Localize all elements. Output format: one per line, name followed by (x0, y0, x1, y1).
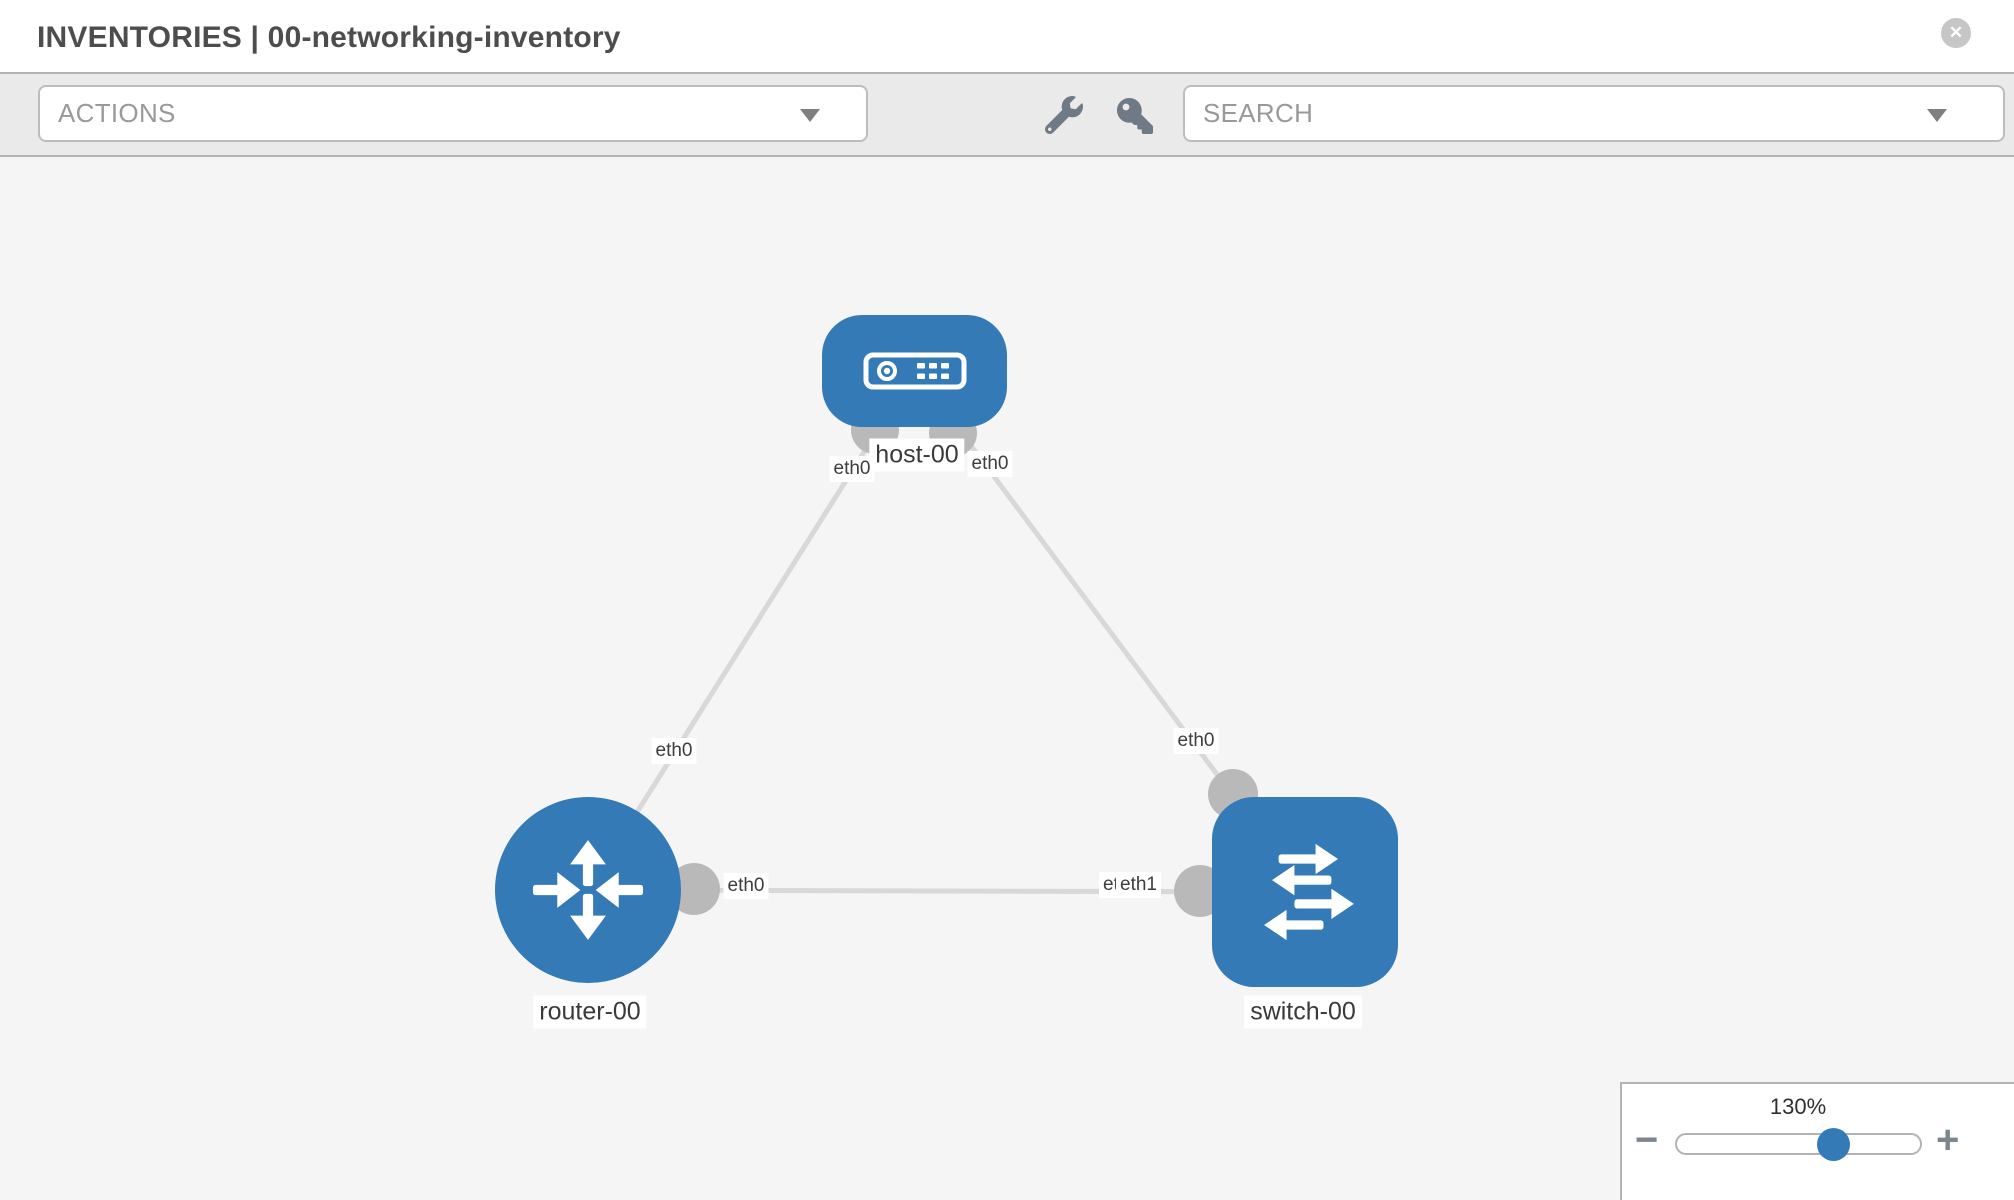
zoom-slider-track[interactable] (1675, 1133, 1922, 1155)
iface-label-overlap-switch-left: eth0 eth1 (1099, 872, 1171, 899)
zoom-out-icon[interactable]: − (1635, 1118, 1659, 1162)
iface-label-host-router-at-host: eth0 (829, 456, 875, 482)
iface-label-host-switch-at-host: eth0 (967, 451, 1013, 477)
iface-label-host-switch-at-switch: eth0 (1173, 728, 1219, 754)
search-dropdown-label: SEARCH (1203, 98, 1314, 128)
node-label-host: host-00 (869, 438, 965, 472)
iface-label-router-switch-at-switch: eth1 (1116, 872, 1161, 898)
zoom-level: 130% (1769, 1094, 1827, 1119)
node-switch-00[interactable] (1212, 797, 1398, 987)
toolbar: ACTIONS SEARCH (0, 72, 2014, 157)
node-router-00[interactable] (495, 797, 681, 983)
actions-dropdown[interactable]: ACTIONS (38, 85, 868, 142)
switch-icon (1264, 843, 1354, 941)
node-host-00[interactable] (822, 315, 1007, 427)
node-label-router: router-00 (533, 995, 647, 1029)
iface-label-router-switch-at-router: eth0 (723, 873, 769, 899)
key-icon[interactable] (1117, 98, 1153, 134)
router-icon (532, 840, 644, 940)
interface-connector-router-right[interactable] (668, 863, 720, 915)
zoom-slider-thumb[interactable] (1817, 1128, 1850, 1161)
zoom-panel: 130% − + (1620, 1082, 2014, 1200)
caret-down-icon (1927, 109, 1947, 122)
node-label-switch: switch-00 (1244, 995, 1362, 1029)
page-title: INVENTORIES | 00-networking-inventory (37, 21, 621, 54)
iface-label-host-router-at-router: eth0 (651, 738, 697, 764)
caret-down-icon (800, 109, 820, 122)
close-icon[interactable]: ✕ (1941, 18, 1971, 48)
search-dropdown[interactable]: SEARCH (1183, 85, 2005, 142)
host-icon (863, 352, 966, 390)
zoom-in-icon[interactable]: + (1936, 1118, 1960, 1162)
actions-dropdown-label: ACTIONS (58, 98, 176, 128)
wrench-icon[interactable] (1044, 96, 1083, 135)
header: INVENTORIES | 00-networking-inventory ✕ (0, 0, 2014, 72)
